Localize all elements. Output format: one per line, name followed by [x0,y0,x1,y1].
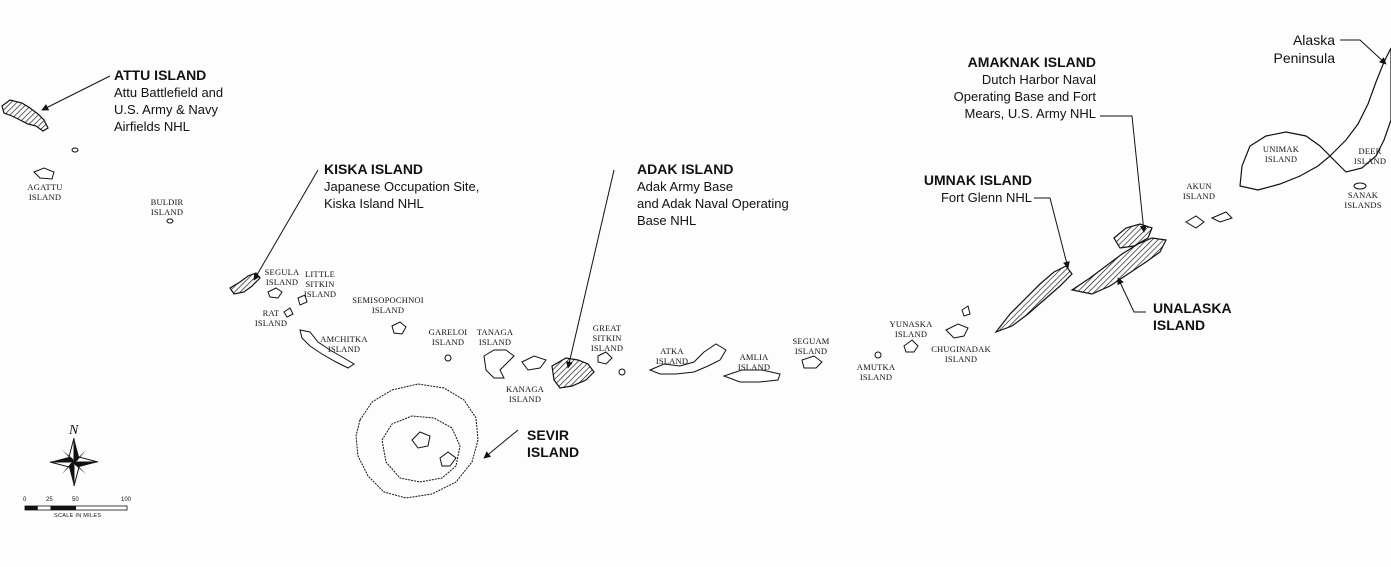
rat-island-shape [283,307,294,318]
amutka-island-shape [874,351,882,359]
gareloi-label: GARELOI ISLAND [428,327,468,347]
amchitka-island-shape [299,329,355,369]
great-sitkin-label: GREAT SITKIN ISLAND [590,323,624,353]
sanak-islands-shape [1353,182,1367,190]
attu-callout: ATTU ISLAND Attu Battlefield and U.S. Ar… [114,67,223,135]
umnak-island-shape [994,265,1073,334]
segula-island-shape [267,287,283,299]
kanaga-label: KANAGA ISLAND [505,384,545,404]
attu-title: ATTU ISLAND [114,67,207,83]
north-label: N [69,423,79,438]
kiska-leader-line [253,169,319,281]
sevir-island-shape [355,383,479,499]
attu-leader-line [41,75,111,111]
unalaska-leader-line [1117,277,1146,313]
tanaga-label: TANAGA ISLAND [476,327,514,347]
chuginadak-island-shape [945,323,969,339]
adak-leader-line [566,169,615,369]
scale-tick-50: 50 [72,497,79,503]
tanaga-island-shape [483,349,515,379]
amchitka-label: AMCHITKA ISLAND [320,334,368,354]
akun-island-shape [1185,215,1205,229]
unimak-island-shape [1239,131,1331,191]
segula-label: SEGULA ISLAND [264,267,300,287]
small-islet-shape [71,147,79,153]
sanak-label: SANAK ISLANDS [1344,190,1382,210]
scale-tick-0: 0 [23,497,27,503]
amaknak-description: Dutch Harbor Naval Operating Base and Fo… [953,72,1096,121]
scale-tick-25: 25 [46,497,53,503]
peninsula-leader-line [1340,39,1387,65]
sevir-leader-line [483,429,519,459]
attu-description: Attu Battlefield and U.S. Army & Navy Ai… [114,85,224,134]
little-sitkin-island-shape [297,294,308,306]
semisopochnoi-island-shape [391,321,407,335]
umnak-title: UMNAK ISLAND [923,172,1032,188]
kiska-description: Japanese Occupation Site, Kiska Island N… [324,179,480,211]
small-islet-shape [618,368,626,376]
adak-description: Adak Army Base and Adak Naval Operating … [637,179,789,228]
kiska-island-shape [229,272,261,295]
amaknak-callout: AMAKNAK ISLAND Dutch Harbor Naval Operat… [930,54,1096,122]
chuginadak-label: CHUGINADAK ISLAND [931,344,991,364]
sevir-title: SEVIR ISLAND [527,427,580,460]
agattu-label: AGATTU ISLAND [27,182,63,202]
great-sitkin-island-shape [597,351,613,365]
amlia-island-shape [722,369,781,383]
sevir-lake-shape [411,431,431,449]
unimak-label: UNIMAK ISLAND [1262,144,1300,164]
amlia-label: AMLIA ISLAND [737,352,771,372]
small-islet-shape [1210,211,1233,223]
unalaska-island-shape [1070,237,1167,295]
scale-caption: SCALE IN MILES [54,513,102,519]
rat-label: RAT ISLAND [254,308,288,328]
unalaska-title: UNALASKA ISLAND [1153,300,1232,333]
adak-island-shape [551,357,595,389]
umnak-leader-line [1034,197,1070,269]
small-islet-shape [961,305,971,317]
seguam-island-shape [801,355,823,369]
yunaska-island-shape [903,339,919,353]
attu-island-shape [1,99,49,132]
amaknak-leader-line [1100,115,1147,233]
adak-title: ADAK ISLAND [637,161,734,177]
buldir-island-shape [166,218,174,224]
yunaska-label: YUNASKA ISLAND [889,319,933,339]
atka-label: ATKA ISLAND [655,346,689,366]
alaska-peninsula-shape [1329,47,1391,173]
sevir-inner-shape [381,415,461,483]
unalaska-callout: UNALASKA ISLAND [1153,300,1232,334]
kiska-callout: KISKA ISLAND Japanese Occupation Site, K… [324,161,479,212]
amaknak-title: AMAKNAK ISLAND [967,54,1096,70]
gareloi-island-shape [444,354,452,362]
little-sitkin-label: LITTLE SITKIN ISLAND [303,269,337,299]
sevir-lake-shape [439,451,457,467]
alaska-peninsula-label: Alaska Peninsula [1273,32,1336,66]
kiska-title: KISKA ISLAND [324,161,424,177]
scale-tick-100: 100 [121,497,132,503]
umnak-description: Fort Glenn NHL [940,190,1032,205]
akun-label: AKUN ISLAND [1182,181,1216,201]
kanaga-island-shape [521,355,547,371]
buldir-label: BULDIR ISLAND [150,197,184,217]
umnak-callout: UMNAK ISLAND Fort Glenn NHL [900,172,1032,206]
compass-rose-icon [49,437,99,487]
amutka-label: AMUTKA ISLAND [856,362,896,382]
seguam-label: SEGUAM ISLAND [792,336,830,356]
sevir-callout: SEVIR ISLAND [527,427,579,461]
adak-callout: ADAK ISLAND Adak Army Base and Adak Nava… [637,161,789,229]
scale-bar [24,505,128,511]
semisopochnoi-label: SEMISOPOCHNOI ISLAND [352,295,424,315]
deer-label: DEER ISLAND [1353,146,1387,166]
atka-island-shape [648,343,727,375]
agattu-island-shape [33,167,55,180]
